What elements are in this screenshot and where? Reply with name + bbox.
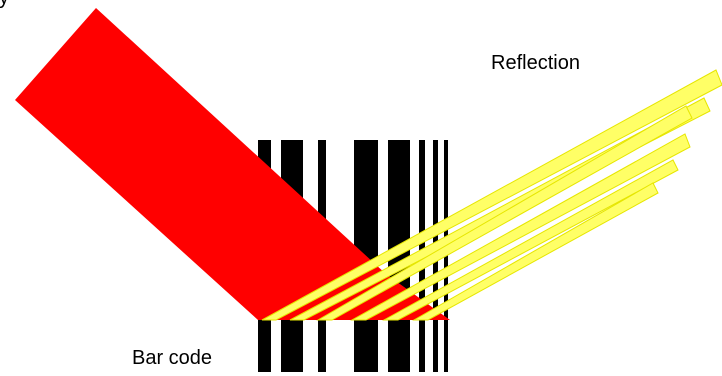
reflection-ray [350, 133, 691, 321]
reflection-ray [382, 159, 679, 321]
reflection-ray [412, 182, 659, 321]
incident-light-beam [15, 8, 450, 320]
reflection-rays [261, 69, 722, 321]
reflection-ray [261, 69, 722, 321]
partial-label-top-left: y [0, 0, 9, 8]
reflection-ray [316, 105, 693, 321]
barcode-label: Bar code [132, 347, 213, 369]
reflection-label: Reflection [491, 52, 580, 74]
